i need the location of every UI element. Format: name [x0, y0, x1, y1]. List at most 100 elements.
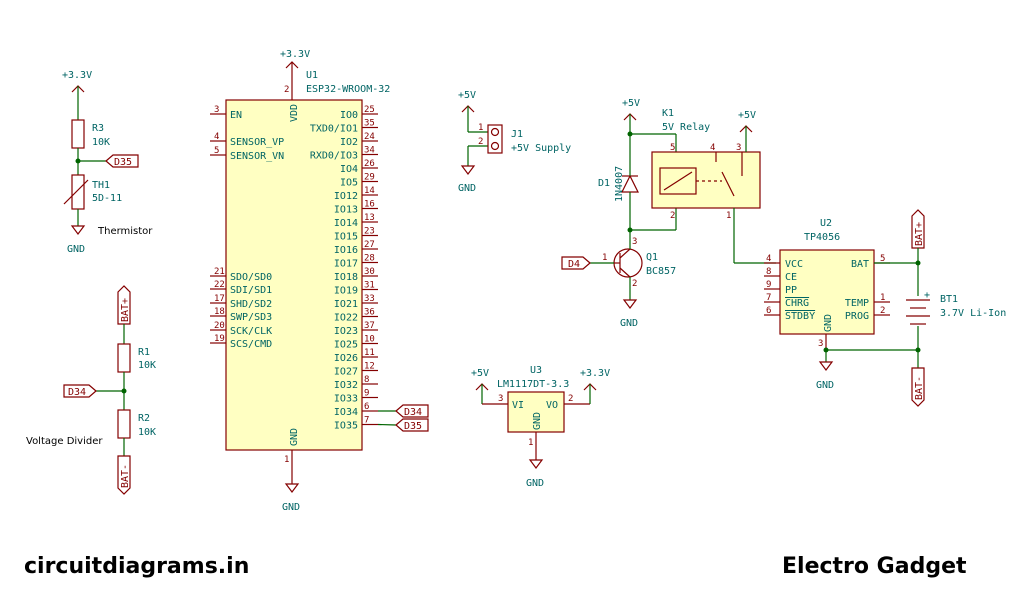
esp32-pin-number: 6 — [364, 402, 369, 412]
esp32-pin-name: RXD0/IO3 — [310, 151, 358, 162]
u2-pin-number: 9 — [766, 280, 771, 290]
r3-value: 10K — [92, 137, 110, 148]
divider-title: Voltage Divider — [26, 436, 103, 447]
voltage-divider-section: BAT+ R1 10K D34 R2 10K BAT- Voltage Divi… — [26, 285, 156, 495]
esp32-pin-number: 4 — [214, 132, 219, 142]
u3-pin-2: 2 — [568, 394, 573, 404]
j1-value: +5V Supply — [511, 143, 571, 154]
th1-value: 5D-11 — [92, 193, 122, 204]
esp32-pin-name: IO25 — [334, 340, 358, 351]
j1-ref: J1 — [511, 129, 523, 140]
u3-5v-label: +5V — [471, 368, 489, 379]
net-label-bat-plus — [911, 209, 925, 249]
esp32-pin-number: 12 — [364, 362, 375, 372]
esp32-pin-number: 23 — [364, 227, 375, 237]
esp32-pin-name: SHD/SD2 — [230, 299, 272, 310]
resistor-r3 — [71, 119, 85, 149]
esp32-pin-number: 18 — [214, 307, 225, 317]
battery-section: BAT+ + BT1 3.7V Li-Ion BAT- — [906, 209, 1006, 407]
esp32-pin-name: IO27 — [334, 367, 358, 378]
u2-value: TP4056 — [804, 232, 840, 243]
u2-pin-number: 7 — [766, 293, 771, 303]
esp32-pin-name: IO2 — [340, 137, 358, 148]
bt-bat-plus-text: BAT+ — [914, 222, 925, 246]
esp32-pin-number: 28 — [364, 254, 375, 264]
q1-ref: Q1 — [646, 252, 658, 263]
esp32-pin-name: IO22 — [334, 313, 358, 324]
esp32-pin-number: 11 — [364, 348, 375, 358]
relay-k1 — [651, 151, 761, 209]
esp32-pin-number: 33 — [364, 294, 375, 304]
net-label-d35-esp: D35 — [404, 421, 422, 432]
relay-section: +5V D1 1N4007 K1 5V Relay 5 4 3 2 1 +5V — [561, 98, 776, 329]
esp32-pin-number: 36 — [364, 308, 375, 318]
u2-pin-number: 8 — [766, 267, 771, 277]
u3-pin-3: 3 — [498, 394, 503, 404]
net-label-bat-minus — [911, 367, 925, 407]
u2-gnd: GND — [823, 314, 834, 332]
esp32-pin-number: 8 — [364, 375, 369, 385]
k1-pin-3: 3 — [736, 143, 741, 153]
esp32-pin-name: IO17 — [334, 259, 358, 270]
u3-section: +5V 3 VI VO GND U3 LM1117DT-3.3 2 +3.3V … — [471, 365, 610, 489]
esp32-pin-name: IO21 — [334, 299, 358, 310]
esp32-pin-name: IO33 — [334, 394, 358, 405]
esp-gnd-label: GND — [289, 428, 300, 446]
u2-pin-number: 1 — [880, 293, 885, 303]
bat-minus-text: BAT- — [120, 464, 131, 488]
j1-pin-1: 1 — [478, 123, 483, 133]
u3-value: LM1117DT-3.3 — [497, 379, 569, 390]
net-label-d34 — [63, 384, 97, 398]
esp32-pin-name: IO0 — [340, 110, 358, 121]
u3-vi: VI — [512, 400, 524, 411]
esp32-pin-name: EN — [230, 110, 242, 121]
u2-pin-name: BAT — [851, 259, 869, 270]
u2-pin-number: 2 — [880, 306, 885, 316]
u2-ref: U2 — [820, 218, 832, 229]
net-label-d34 — [395, 404, 429, 418]
q1-value: BC857 — [646, 266, 676, 277]
r2-ref: R2 — [138, 413, 150, 424]
esp32-pin-name: SENSOR_VP — [230, 137, 284, 148]
esp32-pin-number: 17 — [214, 294, 225, 304]
esp32-pin-name: SDI/SD1 — [230, 285, 272, 296]
esp32-pin-number: 25 — [364, 105, 375, 115]
r2-value: 10K — [138, 427, 156, 438]
r1-value: 10K — [138, 360, 156, 371]
esp32-pin-name: IO23 — [334, 326, 358, 337]
u2-gnd-power: GND — [816, 380, 834, 391]
u1-value: ESP32-WROOM-32 — [306, 84, 390, 95]
esp32-pin-number: 21 — [214, 267, 225, 277]
k1-value: 5V Relay — [662, 122, 710, 133]
esp32-pin-name: IO12 — [334, 191, 358, 202]
esp32-pin-name: IO16 — [334, 245, 358, 256]
vdd-label: VDD — [289, 104, 300, 122]
esp32-net-wire — [377, 423, 397, 426]
r1-ref: R1 — [138, 347, 150, 358]
u2-gnd-pin: 3 — [818, 339, 823, 349]
power-label-5v: +5V — [458, 90, 476, 101]
vdd-pin-number: 2 — [284, 85, 289, 95]
u2-pin-name: VCC — [785, 259, 803, 270]
thermistor-th1 — [71, 174, 85, 210]
r3-ref: R3 — [92, 123, 104, 134]
esp32-pin-number: 34 — [364, 146, 375, 156]
resistor-r2 — [117, 409, 131, 439]
power-label-3v3: +3.3V — [62, 70, 92, 81]
esp32-pin-number: 13 — [364, 213, 375, 223]
esp32-pin-name: SCS/CMD — [230, 339, 272, 350]
k1-pin-2: 2 — [670, 211, 675, 221]
resistor-r1 — [117, 343, 131, 373]
esp32-pin-number: 22 — [214, 280, 225, 290]
esp32-pin-name: IO15 — [334, 232, 358, 243]
j1-gnd-label: GND — [458, 183, 476, 194]
esp32-pin-number: 10 — [364, 335, 375, 345]
d1-value: 1N4007 — [614, 166, 625, 202]
u3-pin-1: 1 — [528, 438, 533, 448]
esp32-pin-number: 9 — [364, 389, 369, 399]
esp-gnd-power: GND — [282, 502, 300, 513]
esp32-pin-number: 3 — [214, 105, 219, 115]
